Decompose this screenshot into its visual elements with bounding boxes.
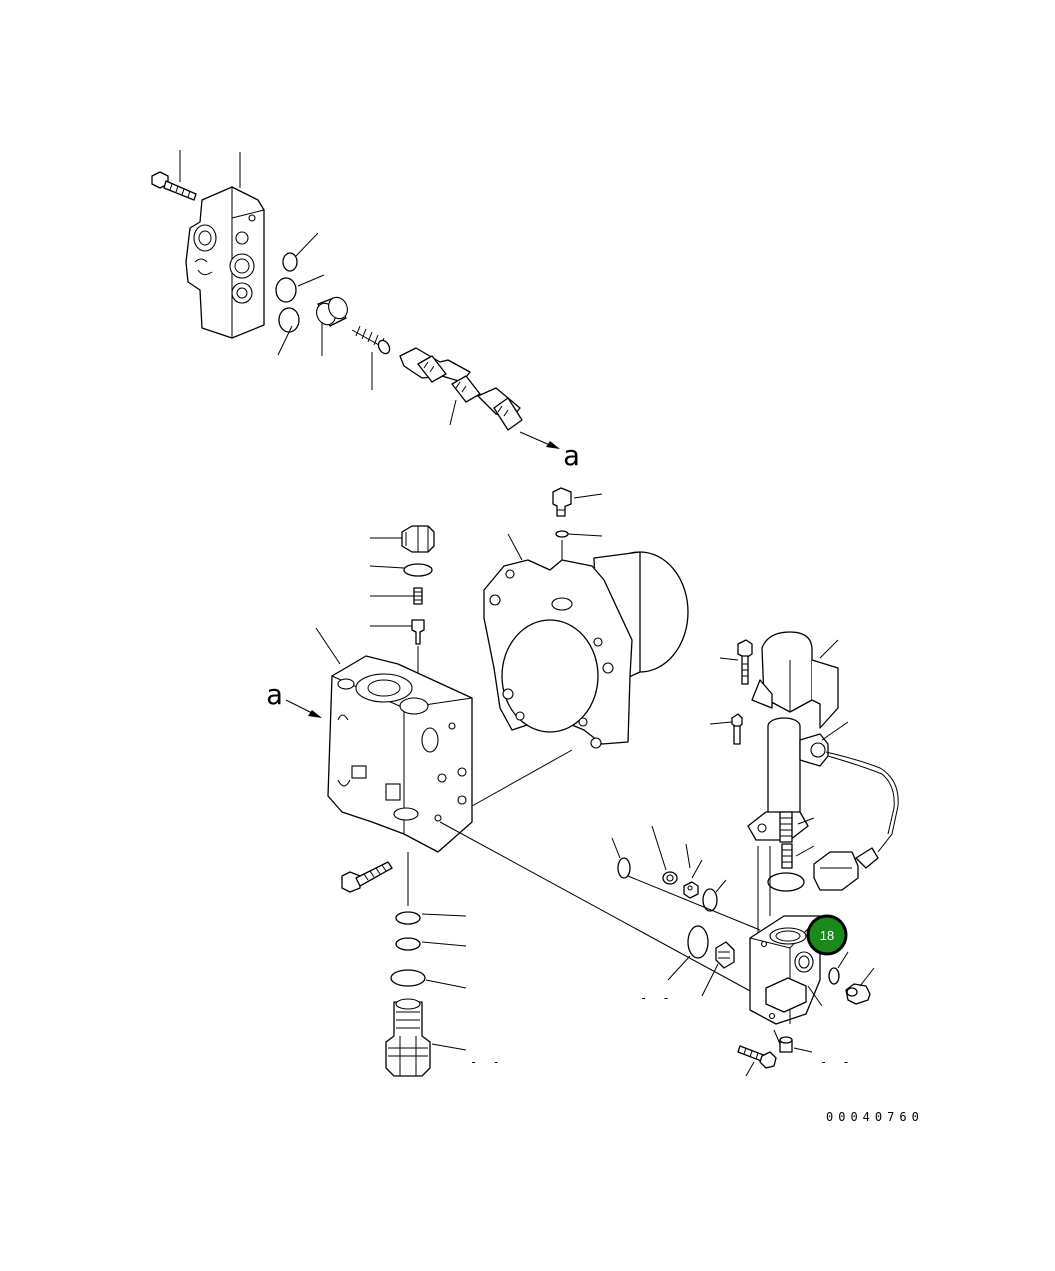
top-valve-assembly: a bbox=[151, 150, 580, 472]
lower-oring-1 bbox=[395, 911, 421, 925]
housing-top-washer bbox=[555, 530, 569, 538]
top-valve-block bbox=[185, 186, 265, 339]
main-valve-assembly: a - - bbox=[266, 525, 504, 1077]
callout-badge-18[interactable]: 18 bbox=[806, 914, 848, 956]
view-mark-a-top: a bbox=[563, 439, 580, 472]
drawing-code: 00040760 bbox=[826, 1110, 924, 1124]
solenoid-spring bbox=[779, 811, 793, 843]
manifold-bottom-bolt bbox=[737, 1045, 777, 1069]
valve-poppet bbox=[411, 619, 425, 645]
right-small-oring bbox=[828, 967, 840, 985]
view-arrow-top: a bbox=[519, 431, 580, 472]
seal-right bbox=[702, 888, 718, 912]
top-leader-lines bbox=[179, 150, 457, 426]
plug-oring bbox=[403, 563, 433, 577]
top-spool bbox=[399, 347, 523, 431]
view-mark-a-left: a bbox=[266, 678, 283, 711]
relief-valve-cartridge bbox=[385, 998, 431, 1077]
solenoid-cover bbox=[751, 631, 839, 729]
solenoid-top-bolt bbox=[737, 639, 753, 685]
solenoid-oring bbox=[767, 872, 805, 892]
dash-label-2: - - bbox=[640, 991, 674, 1005]
top-oring-1 bbox=[275, 277, 297, 303]
solenoid-assembly: - - - - bbox=[611, 631, 899, 1077]
main-valve-block bbox=[327, 655, 473, 853]
top-sleeve bbox=[316, 296, 348, 327]
manifold-bottom-fitting bbox=[779, 1036, 793, 1053]
housing-top-bolt bbox=[552, 487, 572, 517]
lower-oring-3 bbox=[390, 969, 426, 987]
seal-left bbox=[617, 857, 631, 879]
dash-label-3: - - bbox=[820, 1055, 854, 1069]
callout-label: 18 bbox=[820, 928, 834, 943]
wire-harness bbox=[813, 751, 899, 891]
dash-label-1: - - bbox=[470, 1055, 504, 1069]
small-fitting bbox=[683, 881, 699, 899]
solenoid-manifold bbox=[749, 915, 821, 1025]
top-oring-2 bbox=[278, 307, 300, 333]
assembly-lines bbox=[439, 749, 753, 993]
plug bbox=[401, 525, 435, 553]
motor-housing-assembly bbox=[483, 487, 689, 749]
manifold-fitting bbox=[715, 941, 735, 969]
valve-side-bolt bbox=[341, 861, 393, 893]
right-plug bbox=[845, 983, 871, 1005]
motor-housing bbox=[483, 551, 689, 749]
solenoid-pin bbox=[781, 843, 793, 869]
view-arrow-left: a bbox=[266, 678, 322, 718]
top-spring bbox=[351, 325, 391, 355]
valve-spring bbox=[413, 587, 423, 605]
lower-oring-2 bbox=[395, 937, 421, 951]
solenoid-bolt-2 bbox=[731, 713, 743, 745]
manifold-oring bbox=[687, 925, 709, 959]
top-small-oring bbox=[282, 252, 298, 272]
top-bolt bbox=[151, 171, 197, 201]
